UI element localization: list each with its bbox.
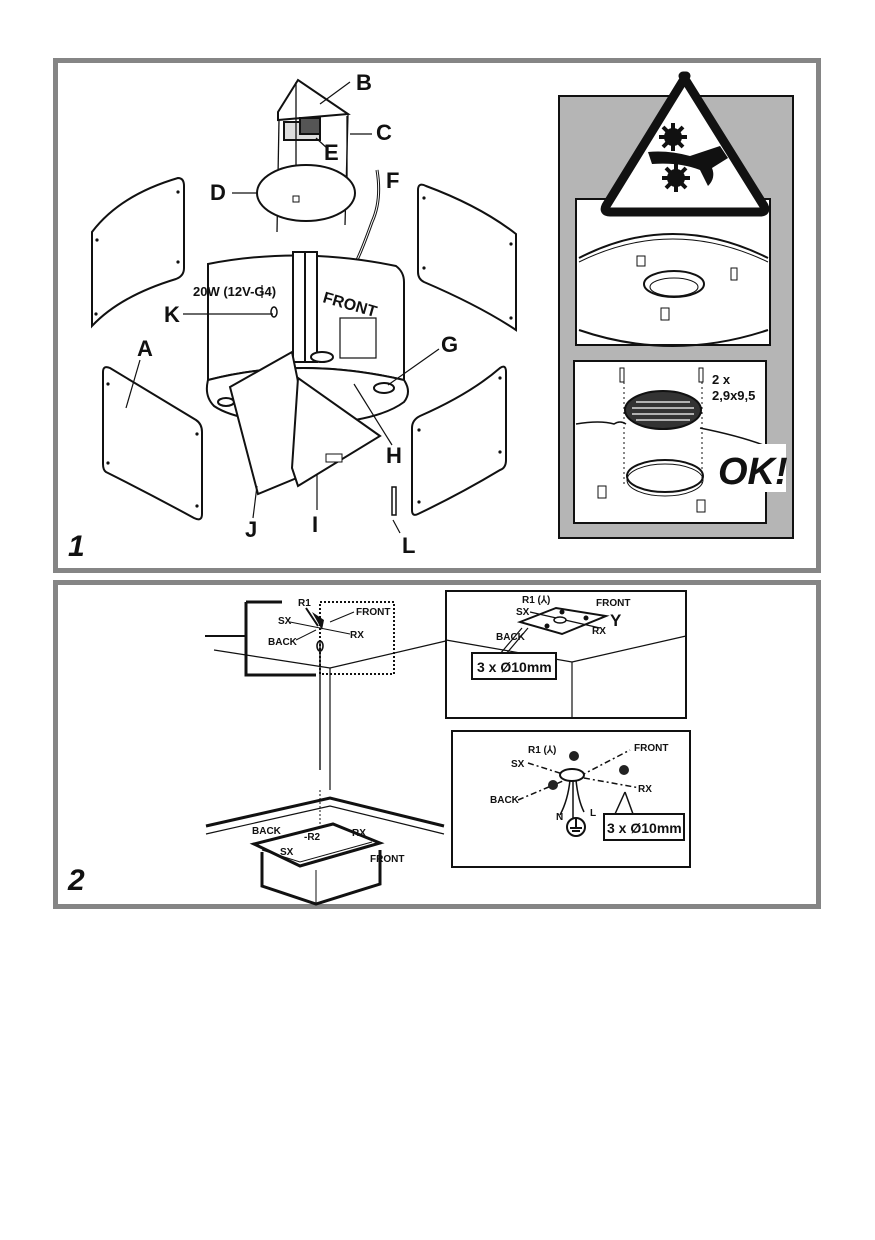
part-label-c: C [376, 120, 392, 145]
part-label-e: E [324, 140, 339, 165]
anchor-mark-back: BACK [490, 795, 520, 806]
hole-size-callout-top [471, 652, 557, 680]
side-panel-top-left [91, 176, 185, 329]
ceiling-mark-back: BACK [268, 637, 298, 648]
template-mark-front: FRONT [596, 598, 630, 609]
hob-mark-r2: -R2 [304, 832, 321, 843]
hole-size-callout-bottom [603, 813, 685, 841]
template-mark-r1: R1 (⅄) [522, 595, 550, 606]
anchor-mark-sx: SX [511, 759, 525, 770]
part-label-g: G [441, 332, 458, 357]
part-label-i: I [312, 512, 318, 537]
hob-mark-rx: RX [352, 828, 366, 839]
figure-2-panel [53, 580, 821, 909]
anchor-mark-front: FRONT [634, 743, 668, 754]
side-panel-bottom-right [411, 365, 507, 516]
part-label-l: L [402, 533, 415, 558]
anchor-mark-r1: R1 (⅄) [528, 745, 556, 756]
hob-mark-sx: SX [280, 847, 294, 858]
part-label-h: H [386, 443, 402, 468]
anchor-mark-rx: RX [638, 784, 652, 795]
ceiling-mark-r1: R1 [298, 598, 311, 609]
ceiling-mark-front: FRONT [356, 607, 390, 618]
screw-spec-size: 2,9x9,5 [712, 388, 755, 403]
part-label-k: K [164, 302, 180, 327]
screw-spec-count: 2 x [712, 372, 731, 387]
part-label-b: B [356, 70, 372, 95]
ok-label: OK! [718, 451, 788, 493]
filter-cover [290, 376, 382, 488]
earth-ground-icon [566, 817, 586, 837]
template-mark-rx: RX [592, 626, 606, 637]
side-panel-bottom-left [102, 366, 203, 521]
part-label-a: A [137, 336, 153, 361]
hole-size-label-top: 3 x Ø10mm [477, 659, 552, 675]
figure-number-2: 2 [68, 864, 85, 897]
lamp-spec-label: 20W (12V-G4) [193, 284, 276, 299]
side-panel-top-right [417, 183, 517, 332]
template-mark-back: BACK [496, 632, 526, 643]
hand-crush-gears-warning-icon [600, 71, 770, 217]
figure-number-1: 1 [68, 530, 85, 563]
ceiling-mark-rx: RX [350, 630, 364, 641]
part-label-d: D [210, 180, 226, 205]
template-mark-sx: SX [516, 607, 530, 618]
wire-label-live: L [590, 808, 596, 819]
part-label-f: F [386, 168, 399, 193]
hole-size-label-bottom: 3 x Ø10mm [607, 820, 682, 836]
part-label-j: J [245, 517, 257, 542]
template-mark-y: Y [610, 611, 622, 630]
wire-label-neutral: N [556, 812, 563, 823]
ceiling-mark-sx: SX [278, 616, 292, 627]
screwdriver-tool [391, 486, 397, 516]
hob-mark-back: BACK [252, 826, 282, 837]
hob-mark-front: FRONT [370, 854, 404, 865]
